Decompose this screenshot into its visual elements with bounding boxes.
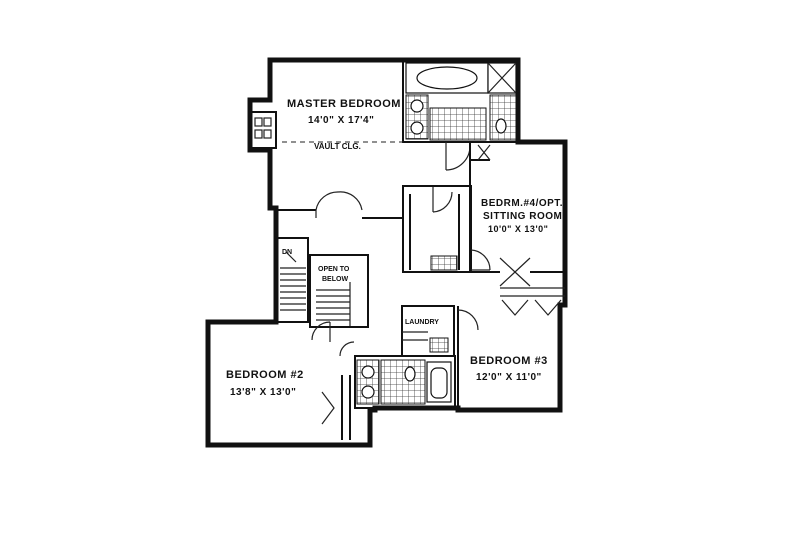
- master-bedroom-name: MASTER BEDROOM: [287, 98, 401, 110]
- bedroom2-name: BEDROOM #2: [226, 369, 304, 381]
- bedroom3-size: 12'0" X 11'0": [476, 372, 542, 383]
- bedroom2-walls: [321, 375, 351, 440]
- vault-ceiling-note: VAULT CLG.: [314, 142, 361, 151]
- bedroom3-name: BEDROOM #3: [470, 355, 548, 367]
- stair-area: [275, 237, 369, 328]
- bedroom4-size: 10'0" X 13'0": [488, 224, 548, 234]
- fireplace: [249, 111, 277, 149]
- hall-bath: [311, 321, 456, 409]
- exterior-walls: [205, 57, 568, 448]
- master-interior-walls: [276, 141, 490, 219]
- stair-dn-label: DN: [282, 249, 292, 256]
- bedroom4-name: BEDRM.#4/OPT.: [481, 198, 563, 209]
- bedroom3-walls: [457, 306, 479, 408]
- laundry-label: LAUNDRY: [405, 319, 439, 326]
- bedroom2-size: 13'8" X 13'0": [230, 387, 296, 398]
- closet-block: [402, 185, 491, 273]
- open-to-below-line2: BELOW: [322, 276, 348, 283]
- open-to-below-line1: OPEN TO: [318, 266, 350, 273]
- bedroom4-name2: SITTING ROOM: [483, 211, 562, 222]
- master-bedroom-size: 14'0" X 17'4": [308, 115, 374, 126]
- hall-doors: [500, 287, 565, 316]
- bedroom4-walls: [469, 142, 565, 287]
- laundry-room: [401, 305, 455, 357]
- master-bath: [402, 59, 519, 171]
